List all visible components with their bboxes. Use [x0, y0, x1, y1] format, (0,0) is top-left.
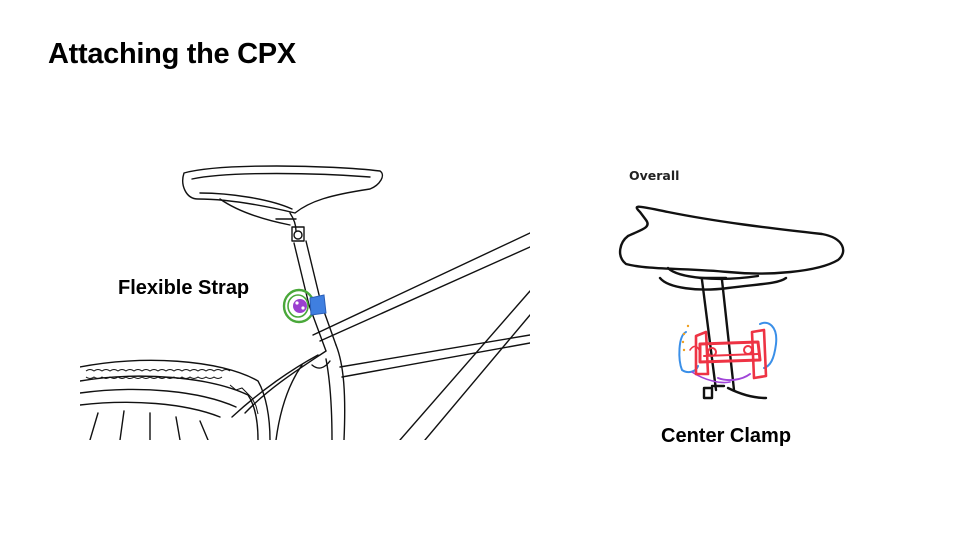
seat-stay — [244, 350, 327, 414]
overall-caption: Overall — [629, 168, 680, 183]
chain-stay — [335, 344, 346, 440]
saddle — [618, 205, 845, 275]
bicycle-frame-sketch — [80, 165, 530, 440]
cpx-device — [293, 299, 307, 313]
flexible-strap — [282, 288, 327, 324]
seatpost — [291, 226, 322, 306]
seatpost-clamp-sketch — [618, 205, 845, 400]
seatpost — [700, 278, 718, 392]
saddle — [182, 165, 384, 232]
slide-title: Attaching the CPX — [48, 38, 296, 70]
top-tube — [312, 232, 530, 336]
center-clamp — [678, 321, 778, 384]
center-clamp-label: Center Clamp — [661, 425, 792, 447]
flexible-strap-label: Flexible Strap — [118, 277, 250, 299]
rear-wheel — [80, 359, 271, 440]
tire-tread — [85, 369, 259, 415]
